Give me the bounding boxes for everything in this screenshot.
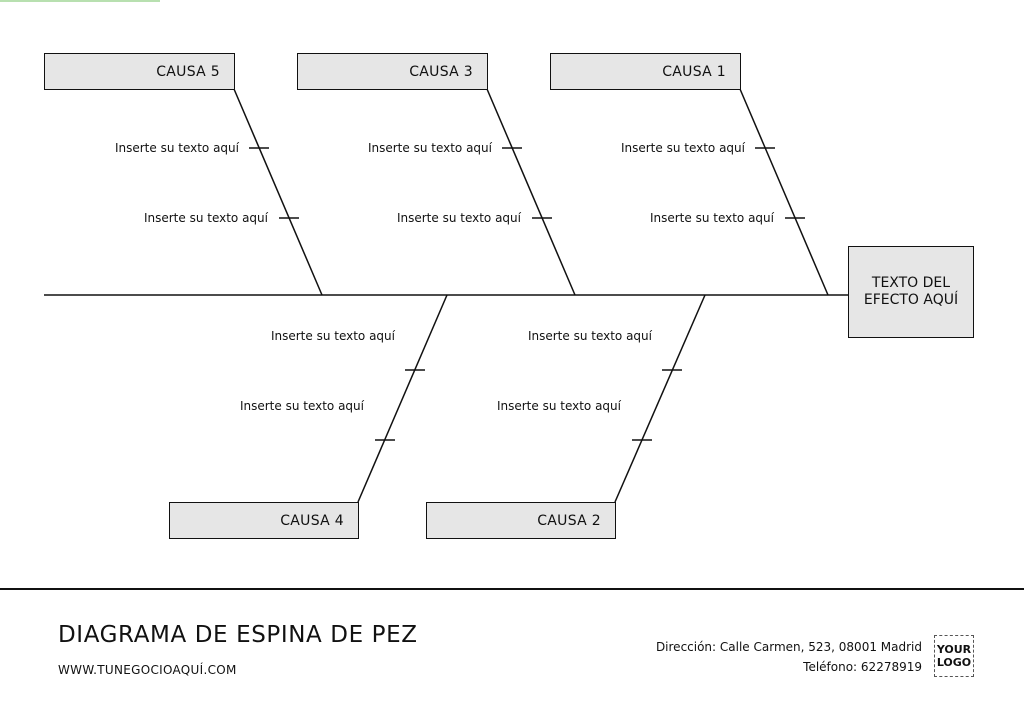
bone-causa-1	[739, 88, 829, 296]
subcause-label: Inserte su texto aquí	[527, 329, 652, 343]
logo-placeholder: YOUR LOGO	[934, 635, 974, 677]
footer-divider	[0, 588, 1024, 590]
bone-causa-5	[233, 88, 323, 296]
subcause-label: Inserte su texto aquí	[239, 399, 364, 413]
subcause-label: Inserte su texto aquí	[649, 211, 774, 225]
cause-label: CAUSA 1	[662, 63, 726, 80]
subcause-label: Inserte su texto aquí	[143, 211, 268, 225]
cause-label: CAUSA 3	[409, 63, 473, 80]
cause-box-causa-4: CAUSA 4	[169, 502, 359, 539]
cause-label: CAUSA 5	[156, 63, 220, 80]
website-link[interactable]: WWW.TUNEGOCIOAQUÍ.COM	[58, 663, 237, 677]
phone-text: Teléfono: 62278919	[803, 660, 922, 674]
subcause-label: Inserte su texto aquí	[367, 141, 492, 155]
cause-box-causa-5: CAUSA 5	[44, 53, 235, 90]
cause-box-causa-3: CAUSA 3	[297, 53, 488, 90]
bone-causa-3	[486, 88, 576, 296]
effect-line-1: TEXTO DEL	[871, 275, 951, 291]
bone-causa-2	[614, 294, 706, 503]
page-title: DIAGRAMA DE ESPINA DE PEZ	[58, 622, 418, 648]
cause-label: CAUSA 4	[280, 512, 344, 529]
effect-line-2: EFECTO AQUÍ	[863, 292, 959, 308]
subcause-label: Inserte su texto aquí	[396, 211, 521, 225]
subcause-label: Inserte su texto aquí	[270, 329, 395, 343]
subcause-label: Inserte su texto aquí	[114, 141, 239, 155]
subcause-label: Inserte su texto aquí	[496, 399, 621, 413]
address-text: Dirección: Calle Carmen, 523, 08001 Madr…	[655, 640, 922, 654]
cause-box-causa-2: CAUSA 2	[426, 502, 616, 539]
logo-line-2: LOGO	[936, 656, 972, 669]
cause-box-causa-1: CAUSA 1	[550, 53, 741, 90]
top-accent-bar	[0, 0, 160, 2]
bone-causa-4	[357, 294, 448, 503]
logo-line-1: YOUR	[936, 643, 972, 656]
subcause-label: Inserte su texto aquí	[620, 141, 745, 155]
effect-box: TEXTO DEL EFECTO AQUÍ	[848, 246, 974, 338]
cause-label: CAUSA 2	[537, 512, 601, 529]
